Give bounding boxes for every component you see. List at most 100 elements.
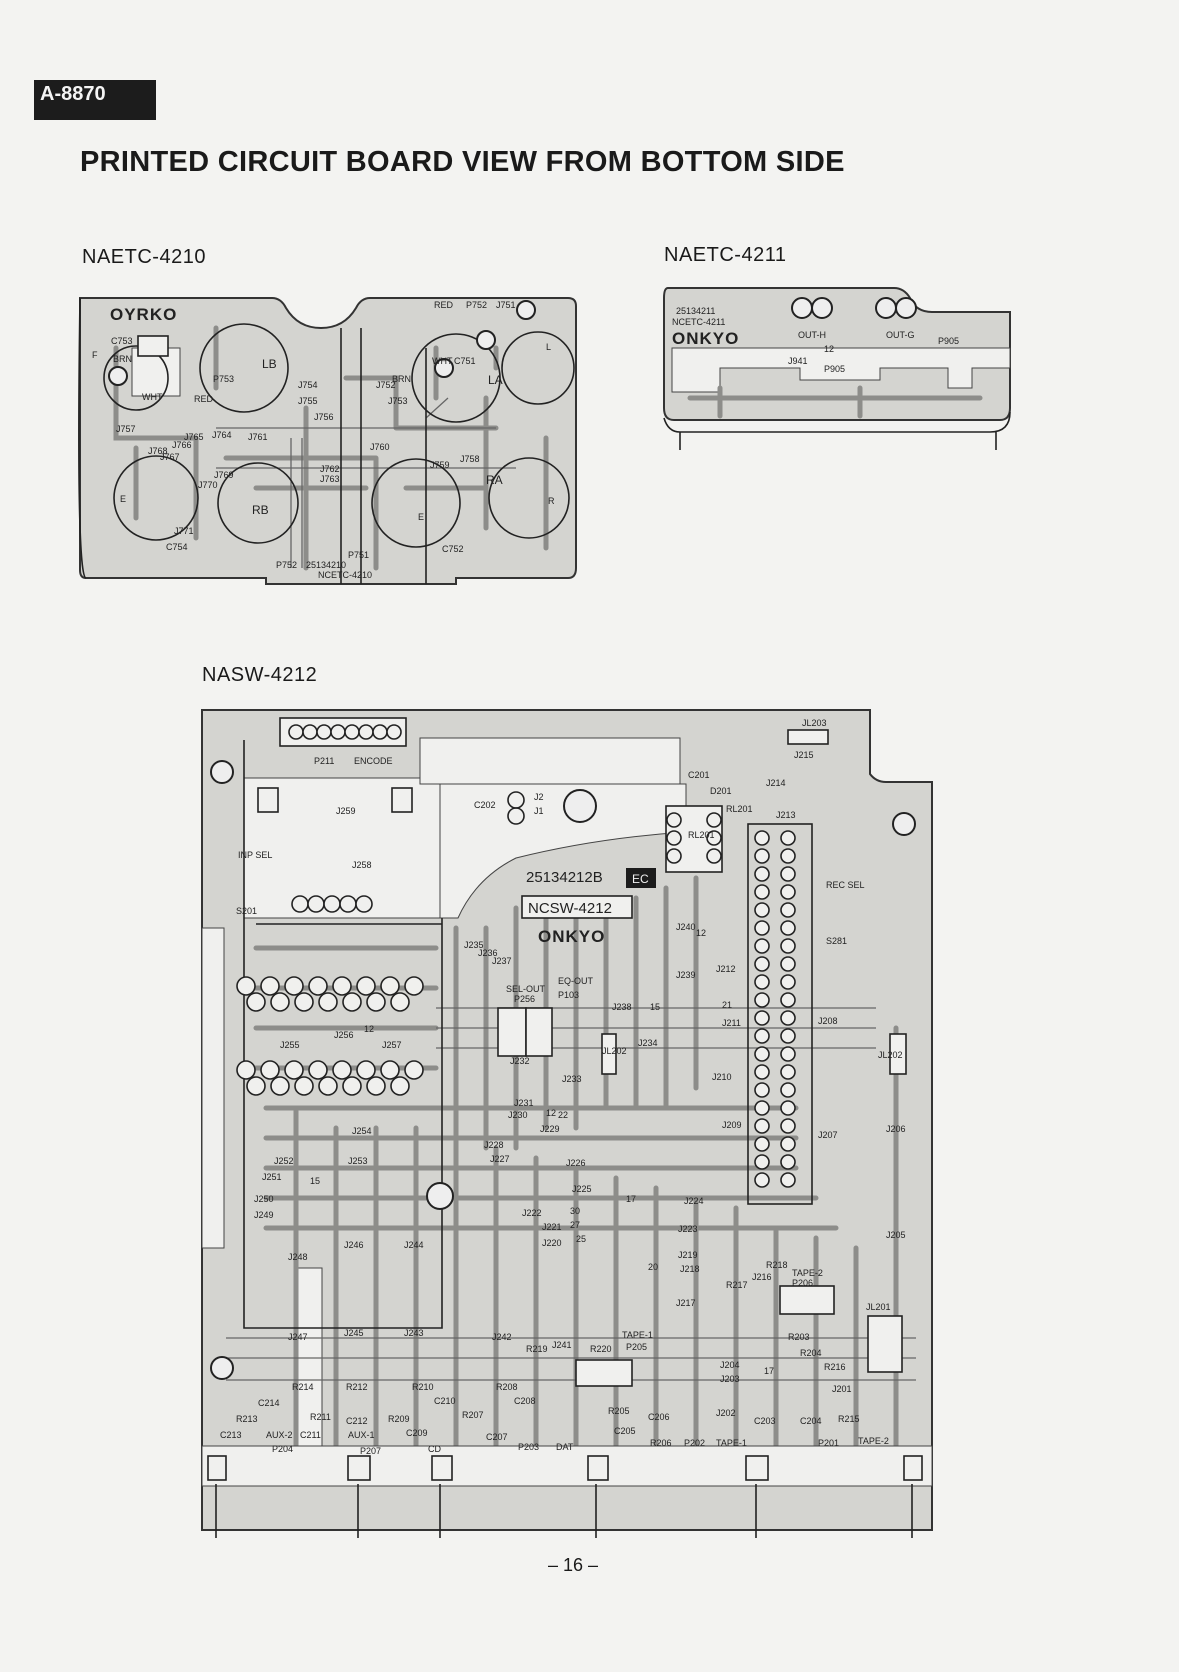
label-j223: J223 — [678, 1224, 698, 1234]
label-j207: J207 — [818, 1130, 838, 1140]
label-tape-2: TAPE-2 — [792, 1268, 823, 1278]
encode-connector-pins — [288, 724, 402, 740]
label-r219: R219 — [526, 1344, 548, 1354]
logo-onkyo-4212: ONKYO — [538, 927, 605, 946]
label-j247: J247 — [288, 1332, 308, 1342]
label-pcb-no-4210: 25134210 — [306, 560, 346, 570]
label-rb: RB — [252, 503, 269, 517]
label-la: LA — [488, 373, 503, 387]
label-j238: J238 — [612, 1002, 632, 1012]
label-j218: J218 — [680, 1264, 700, 1274]
label-j246: J246 — [344, 1240, 364, 1250]
label-j243: J243 — [404, 1328, 424, 1338]
label-j214: J214 — [766, 778, 786, 788]
label-c205: C205 — [614, 1426, 636, 1436]
label-j236: J236 — [478, 948, 498, 958]
label-c754: C754 — [166, 542, 188, 552]
label-j756: J756 — [314, 412, 334, 422]
label-e-right: E — [418, 512, 424, 522]
label-p752-left: P752 — [276, 560, 297, 570]
label-pcb-name-4212: NCSW-4212 — [528, 900, 612, 917]
label-tape-1-b: TAPE-1 — [716, 1438, 747, 1448]
label-aux-1: AUX-1 — [348, 1430, 375, 1440]
jumper-length-12-b: 12 — [546, 1108, 556, 1118]
label-j769: J769 — [214, 470, 234, 480]
label-jl202-b: JL202 — [602, 1046, 627, 1056]
label-rl201-b: RL201 — [726, 804, 753, 814]
label-red-2: RED — [434, 300, 454, 310]
label-cd: CD — [428, 1444, 441, 1454]
pcb-nasw-4212: P211 ENCODE JL203 J215 C201 D201 J214 J2… — [201, 709, 933, 1538]
label-j765: J765 — [184, 432, 204, 442]
label-p203: P203 — [518, 1442, 539, 1452]
label-tape-1: TAPE-1 — [622, 1330, 653, 1340]
label-wht: WHT — [142, 392, 163, 402]
jumper-length-21: 21 — [722, 1000, 732, 1010]
label-brn-2: BRN — [392, 374, 411, 384]
label-j225: J225 — [572, 1184, 592, 1194]
label-c753: C753 — [111, 336, 133, 346]
label-dat: DAT — [556, 1442, 574, 1452]
label-j221: J221 — [542, 1222, 562, 1232]
label-p206: P206 — [792, 1278, 813, 1288]
label-j208: J208 — [818, 1016, 838, 1026]
label-j233: J233 — [562, 1074, 582, 1084]
label-j259: J259 — [336, 806, 356, 816]
label-j751: J751 — [496, 300, 516, 310]
label-r208: R208 — [496, 1382, 518, 1392]
label-eq-out: EQ-OUT — [558, 976, 594, 986]
pcb-naetc-4211: 25134211 NCETC-4211 ONKYO OUT-H OUT-G P9… — [663, 287, 1011, 450]
label-j759: J759 — [430, 460, 450, 470]
label-ra: RA — [486, 473, 503, 487]
label-r206: R206 — [650, 1438, 672, 1448]
label-j220: J220 — [542, 1238, 562, 1248]
jumper-length-15-b: 15 — [310, 1176, 320, 1186]
label-j768: J768 — [148, 446, 168, 456]
label-c207: C207 — [486, 1432, 508, 1442]
label-c211: C211 — [300, 1430, 321, 1440]
board-label-naetc-4211: NAETC-4211 — [664, 244, 787, 266]
label-j202: J202 — [716, 1408, 736, 1418]
label-sel-out: SEL-OUT — [506, 984, 546, 994]
label-j227: J227 — [490, 1154, 510, 1164]
label-j254: J254 — [352, 1126, 372, 1136]
model-tag: A-8870 — [34, 80, 156, 120]
jumper-length-30: 30 — [570, 1206, 580, 1216]
label-lb: LB — [262, 357, 277, 371]
label-encode: ENCODE — [354, 756, 393, 766]
label-r207: R207 — [462, 1410, 484, 1420]
label-j206: J206 — [886, 1124, 906, 1134]
jumper-length-12-c: 12 — [696, 928, 706, 938]
label-j2: J2 — [534, 792, 544, 802]
label-pcb-no-4212: 25134212B — [526, 869, 603, 886]
label-s281: S281 — [826, 936, 847, 946]
label-p211: P211 — [314, 756, 334, 766]
label-aux-2: AUX-2 — [266, 1430, 293, 1440]
label-c209: C209 — [406, 1428, 428, 1438]
label-c203: C203 — [754, 1416, 776, 1426]
board-label-naetc-4210: NAETC-4210 — [82, 246, 206, 268]
label-j232: J232 — [510, 1056, 530, 1066]
label-j201: J201 — [832, 1384, 852, 1394]
label-j763: J763 — [320, 474, 340, 484]
page-title: PRINTED CIRCUIT BOARD VIEW FROM BOTTOM S… — [80, 146, 845, 178]
jumper-length-17-b: 17 — [764, 1366, 774, 1376]
label-c212: C212 — [346, 1416, 368, 1426]
label-c751: C751 — [454, 356, 476, 366]
label-j235: J235 — [464, 940, 484, 950]
label-j228: J228 — [484, 1140, 504, 1150]
label-j241: J241 — [552, 1340, 572, 1350]
logo-onkyo-4211: ONKYO — [672, 329, 739, 348]
label-c213: C213 — [220, 1430, 242, 1440]
label-j237: J237 — [492, 956, 512, 966]
label-j771: J771 — [174, 526, 194, 536]
label-j255: J255 — [280, 1040, 300, 1050]
label-j204: J204 — [720, 1360, 740, 1370]
label-c204: C204 — [800, 1416, 822, 1426]
label-brn: BRN — [113, 354, 132, 364]
label-jl202-a: JL202 — [878, 1050, 903, 1060]
label-j231: J231 — [514, 1098, 534, 1108]
label-j760: J760 — [370, 442, 390, 452]
label-pcb-no-4211: 25134211 — [676, 306, 715, 316]
label-wht-2: WHT — [432, 356, 453, 366]
